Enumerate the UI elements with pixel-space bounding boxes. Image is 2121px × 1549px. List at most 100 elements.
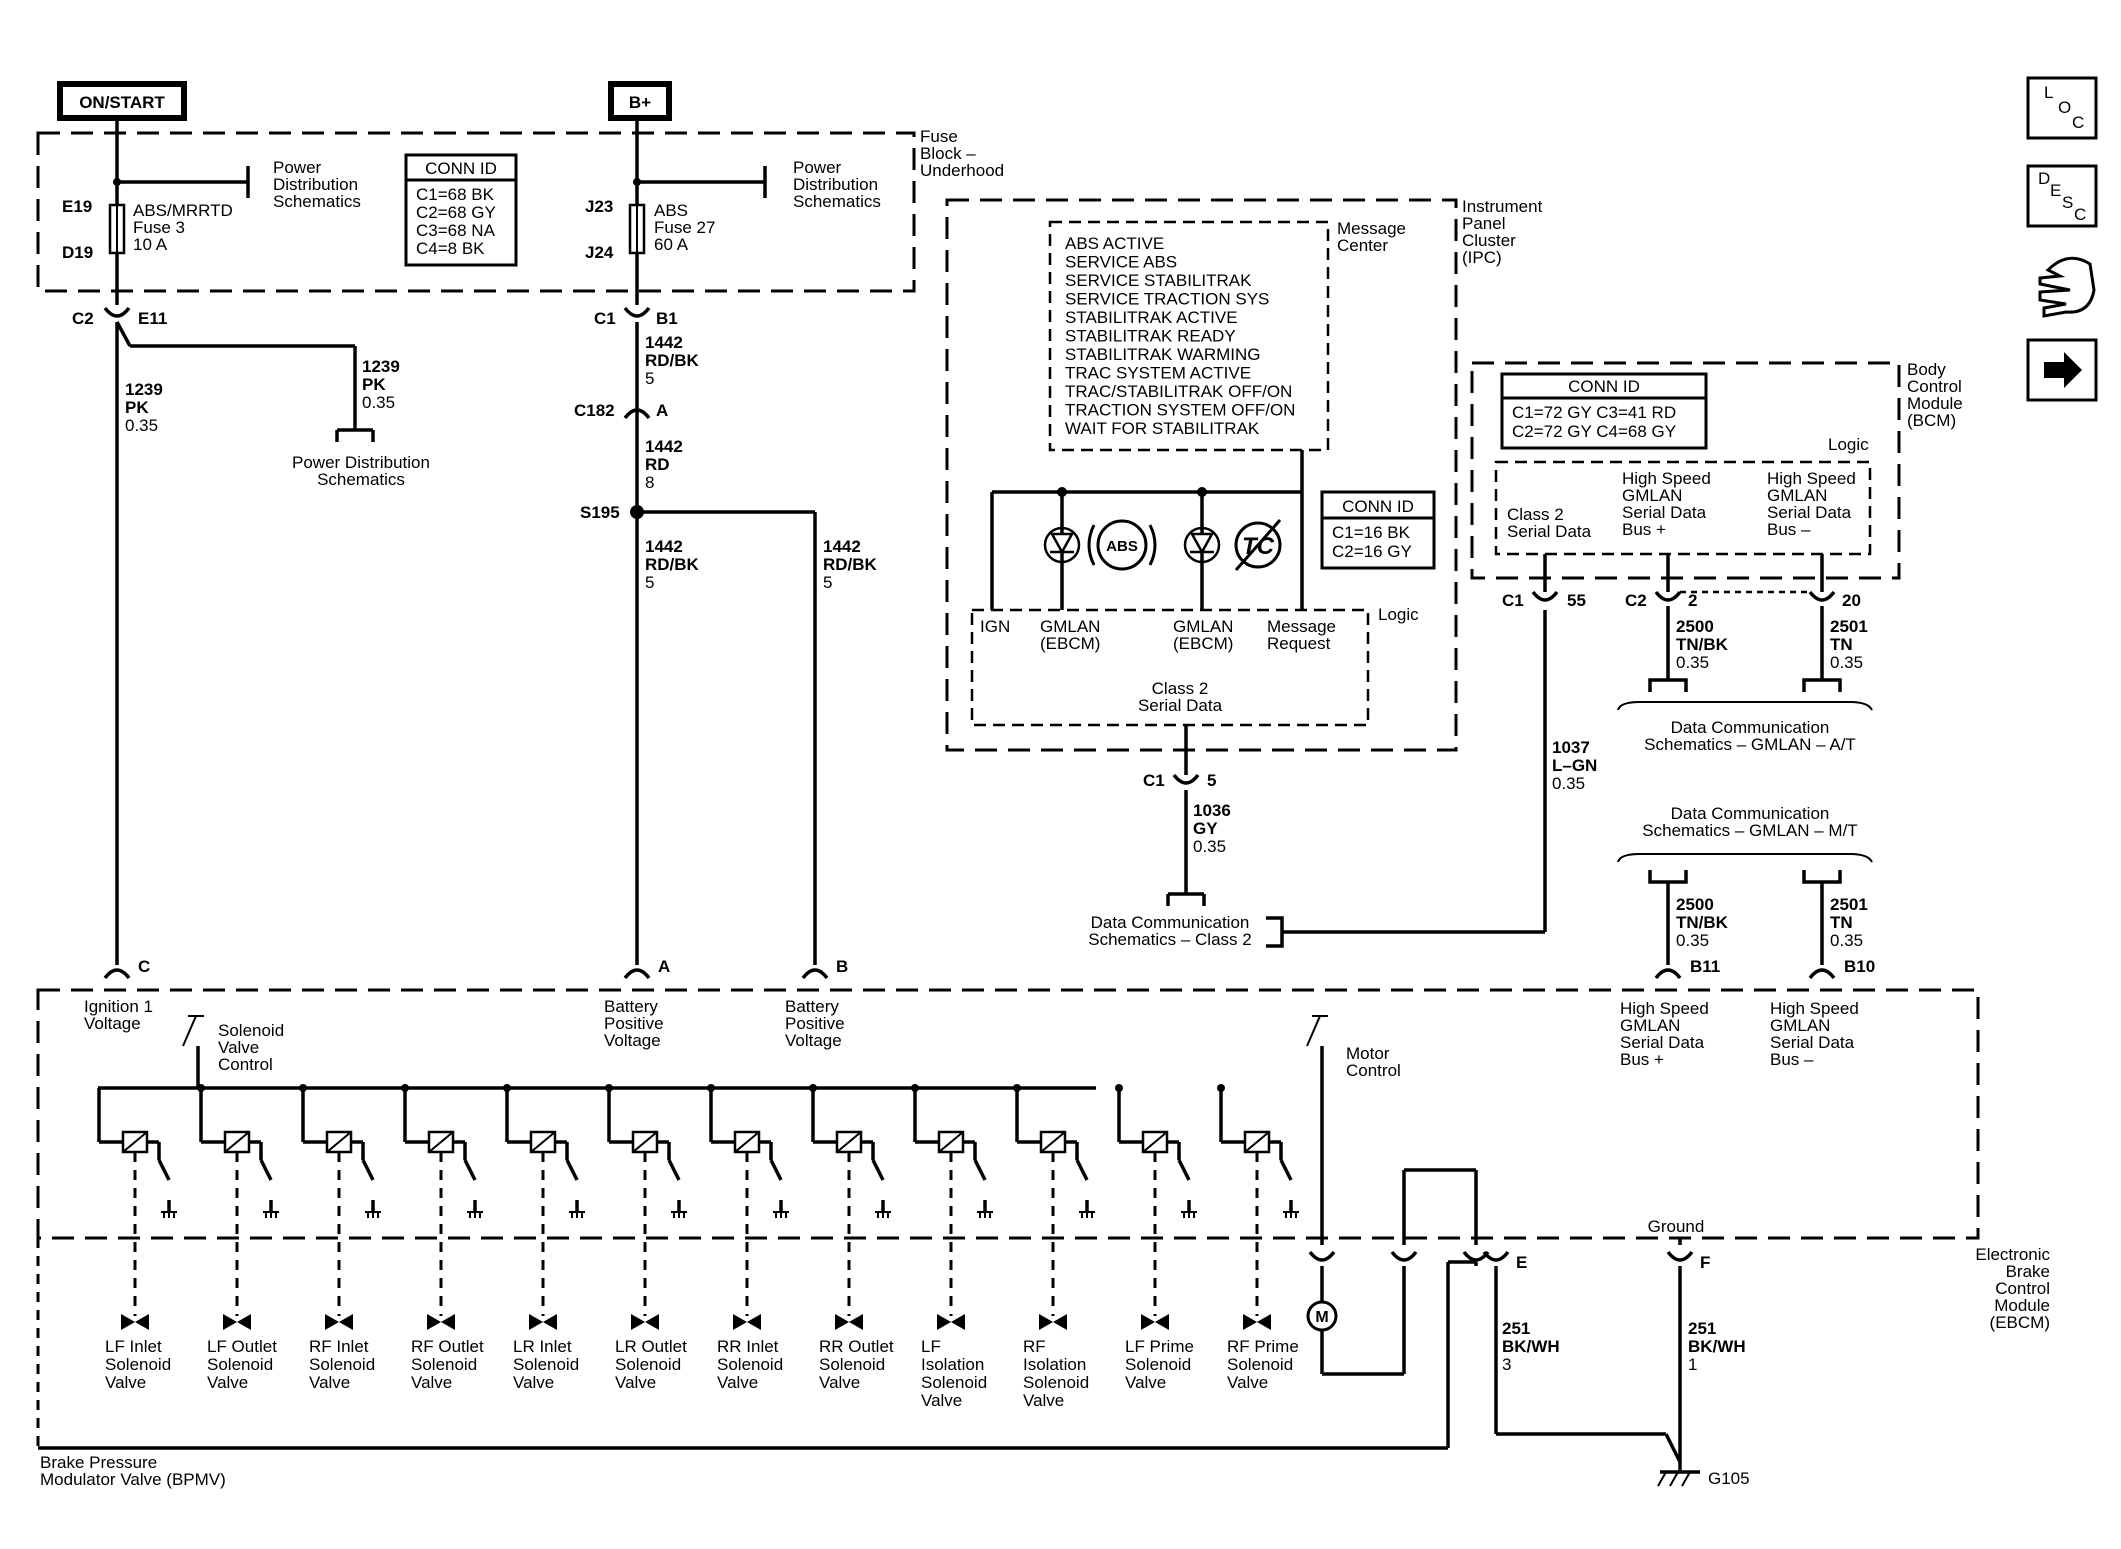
connector-c2-bcm-icon (1654, 590, 1682, 602)
connector-c-icon (103, 968, 131, 980)
svg-text:Solenoid: Solenoid (218, 1021, 284, 1040)
svg-text:Control: Control (218, 1055, 273, 1074)
ipc-logic-label: Logic (1378, 605, 1419, 624)
valve-label: RR Inlet (717, 1337, 779, 1356)
svg-text:(BCM): (BCM) (1907, 411, 1956, 430)
connector-b11-icon (1654, 968, 1682, 980)
svg-text:C2: C2 (72, 309, 94, 328)
svg-text:C1=68 BK: C1=68 BK (416, 185, 495, 204)
valve-label: Solenoid (309, 1355, 375, 1374)
loc-button[interactable]: L O C (2026, 76, 2098, 140)
valve-label: Solenoid (615, 1355, 681, 1374)
valve-label: Valve (411, 1373, 452, 1392)
wire-1442-rd: 1442 RD 8 (645, 437, 683, 492)
ebcm-label: Electronic Brake Control Module (EBCM) (1975, 1245, 2050, 1332)
bcm-logic-label: Logic (1828, 435, 1869, 454)
svg-text:Bus +: Bus + (1620, 1050, 1664, 1069)
svg-text:Data Communication: Data Communication (1671, 718, 1830, 737)
valve-label: Solenoid (513, 1355, 579, 1374)
svg-text:0.35: 0.35 (1676, 931, 1709, 950)
power-dist-bottom-label: Power Distribution Schematics (292, 453, 430, 489)
valve-label: LF Inlet (105, 1337, 162, 1356)
next-button[interactable] (2026, 338, 2098, 402)
valve-label: Solenoid (207, 1355, 273, 1374)
svg-text:1: 1 (1688, 1355, 1697, 1374)
svg-text:5: 5 (645, 369, 654, 388)
connector-f-icon (1666, 1250, 1694, 1262)
svg-text:Center: Center (1337, 236, 1388, 255)
message-center (1048, 220, 1330, 452)
fuse-3-label: ABS/MRRTD Fuse 3 10 A (133, 201, 233, 254)
message-item: SERVICE STABILITRAK (1065, 271, 1252, 290)
svg-text:Serial Data: Serial Data (1770, 1033, 1855, 1052)
message-item: SERVICE ABS (1065, 253, 1177, 272)
svg-text:Brake Pressure: Brake Pressure (40, 1453, 157, 1472)
message-item: STABILITRAK ACTIVE (1065, 308, 1238, 327)
desc-button[interactable]: D E S C (2026, 164, 2098, 228)
svg-text:TN: TN (1830, 913, 1853, 932)
power-dist-label-1: Power Distribution Schematics (273, 158, 361, 211)
valve-label: Valve (615, 1373, 656, 1392)
svg-text:(EBCM): (EBCM) (1173, 634, 1233, 653)
svg-text:Battery: Battery (604, 997, 658, 1016)
svg-text:(IPC): (IPC) (1462, 248, 1502, 267)
valve-icon (121, 1314, 149, 1330)
wire-1239-pk-b: 1239 PK 0.35 (362, 357, 400, 412)
ebcm-battery-b-label: Battery Positive Voltage (785, 997, 845, 1050)
message-item: WAIT FOR STABILITRAK (1065, 419, 1260, 438)
svg-text:Schematics – GMLAN – M/T: Schematics – GMLAN – M/T (1642, 821, 1857, 840)
svg-text:B1: B1 (656, 309, 678, 328)
on-start-source: ON/START (57, 81, 187, 121)
svg-text:Serial Data: Serial Data (1507, 522, 1592, 541)
svg-text:2500: 2500 (1676, 617, 1714, 636)
svg-text:1239: 1239 (125, 380, 163, 399)
svg-text:Valve: Valve (218, 1038, 259, 1057)
ipc-logic-box (970, 608, 1370, 727)
svg-text:0.35: 0.35 (362, 393, 395, 412)
valve-label: Valve (1227, 1373, 1268, 1392)
valve-label: Solenoid (105, 1355, 171, 1374)
b-plus-label: B+ (629, 93, 651, 112)
valve-label: Solenoid (819, 1355, 885, 1374)
svg-text:251: 251 (1502, 1319, 1530, 1338)
ebcm-hs-plus: High Speed GMLAN Serial Data Bus + (1620, 999, 1709, 1069)
svg-text:2500: 2500 (1676, 895, 1714, 914)
connector-b-icon (801, 968, 829, 980)
bcm-hs-plus: High Speed GMLAN Serial Data Bus + (1622, 469, 1711, 539)
svg-text:Distribution: Distribution (273, 175, 358, 194)
svg-text:GMLAN: GMLAN (1767, 486, 1827, 505)
on-start-label: ON/START (79, 93, 165, 112)
svg-text:Electronic: Electronic (1975, 1245, 2050, 1264)
connector-e-icon (1482, 1250, 1510, 1262)
valve-label: RF Outlet (411, 1337, 484, 1356)
svg-text:C2=16 GY: C2=16 GY (1332, 542, 1412, 561)
valve-label: Valve (717, 1373, 758, 1392)
svg-text:Voltage: Voltage (604, 1031, 661, 1050)
ground-g105-icon (1657, 1470, 1700, 1487)
svg-text:G105: G105 (1708, 1469, 1750, 1488)
svg-text:Ignition 1: Ignition 1 (84, 997, 153, 1016)
svg-text:Underhood: Underhood (920, 161, 1004, 180)
valve-label: LR Outlet (615, 1337, 687, 1356)
bcm-class2: Class 2 Serial Data (1507, 505, 1592, 541)
svg-text:Voltage: Voltage (785, 1031, 842, 1050)
harness-connector-button[interactable] (2038, 256, 2096, 318)
svg-text:Serial Data: Serial Data (1622, 503, 1707, 522)
valve-label: RF Prime (1227, 1337, 1299, 1356)
svg-text:5: 5 (1207, 771, 1216, 790)
svg-text:Panel: Panel (1462, 214, 1505, 233)
body-control-module (1470, 361, 1901, 580)
ipc-gmlan-2: GMLAN (EBCM) (1173, 617, 1233, 653)
svg-text:Body: Body (1907, 360, 1946, 379)
connector-c1-ipc-icon (1172, 773, 1200, 785)
svg-text:Message: Message (1337, 219, 1406, 238)
fuse3-pin-bot: D19 (62, 243, 93, 262)
connector-c2-icon (103, 306, 131, 318)
message-item: ABS ACTIVE (1065, 234, 1164, 253)
svg-text:Brake: Brake (2006, 1262, 2050, 1281)
svg-text:C1=16 BK: C1=16 BK (1332, 523, 1411, 542)
svg-text:C4=8 BK: C4=8 BK (416, 239, 485, 258)
wire-1239-pk-a: 1239 PK 0.35 (125, 380, 163, 435)
valve-label: Valve (309, 1373, 350, 1392)
